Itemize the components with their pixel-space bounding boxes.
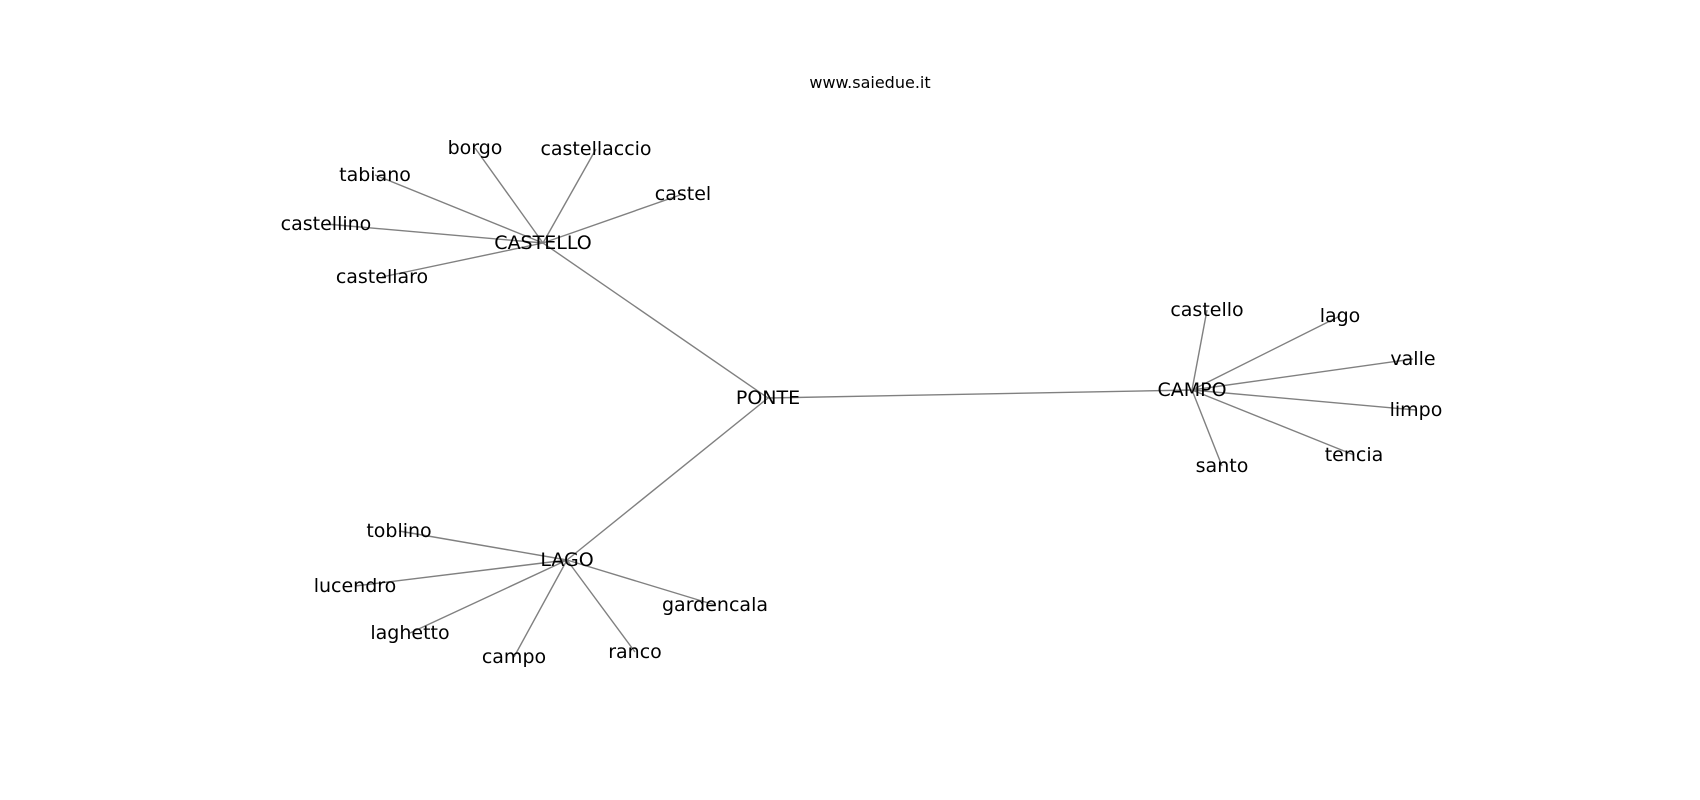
node-limpo: limpo: [1390, 399, 1443, 421]
edge-castello-hub-castellaro: [381, 242, 544, 278]
node-lucendro: lucendro: [314, 575, 397, 597]
site-title: www.saiedue.it: [809, 73, 930, 92]
edge-lago-hub-campo: [513, 559, 568, 658]
edge-ponte-lago-hub: [566, 397, 769, 561]
edge-campo-hub-limpo: [1191, 389, 1417, 411]
edge-ponte-castello-hub: [542, 242, 769, 399]
edge-campo-hub-valle: [1191, 358, 1414, 391]
node-castel: castel: [655, 183, 711, 205]
node-lago: lago: [1320, 305, 1361, 327]
edge-campo-hub-castello: [1191, 309, 1208, 391]
edge-campo-hub-tencia: [1191, 389, 1355, 456]
node-valle: valle: [1390, 348, 1435, 370]
edge-lago-hub-ranco: [566, 559, 636, 653]
edge-lago-hub-lucendro: [354, 559, 568, 587]
node-laghetto: laghetto: [370, 622, 449, 644]
edge-layer: [325, 147, 1417, 658]
edge-campo-hub-lago: [1191, 315, 1341, 391]
node-campo: campo: [482, 646, 546, 668]
node-castellaccio: castellaccio: [540, 138, 651, 160]
node-tencia: tencia: [1325, 444, 1384, 466]
edge-castello-hub-tabiano: [374, 174, 544, 244]
edge-castello-hub-borgo: [474, 147, 544, 244]
edge-ponte-campo-hub: [767, 389, 1193, 399]
node-campo-hub: CAMPO: [1157, 379, 1226, 401]
edge-lago-hub-gardencala: [566, 559, 716, 606]
edge-campo-hub-santo: [1191, 389, 1223, 467]
node-toblino: toblino: [366, 520, 431, 542]
node-castellaro: castellaro: [336, 266, 428, 288]
node-lago-hub: LAGO: [540, 549, 593, 571]
node-gardencala: gardencala: [662, 594, 768, 616]
node-ranco: ranco: [608, 641, 662, 663]
node-castellino: castellino: [281, 213, 372, 235]
node-ponte: PONTE: [736, 387, 800, 409]
edge-lago-hub-laghetto: [409, 559, 568, 634]
node-santo: santo: [1196, 455, 1249, 477]
edge-castello-hub-castellino: [325, 223, 544, 244]
edge-castello-hub-castellaccio: [542, 148, 597, 244]
node-castello: castello: [1170, 299, 1243, 321]
node-castello-hub: CASTELLO: [494, 232, 591, 254]
edge-lago-hub-toblino: [398, 530, 568, 561]
node-tabiano: tabiano: [339, 164, 411, 186]
label-layer: PONTE CASTELLO LAGO CAMPO borgo castellaccio t…: [281, 137, 1443, 668]
node-borgo: borgo: [448, 137, 503, 159]
edge-castello-hub-castel: [542, 193, 684, 244]
